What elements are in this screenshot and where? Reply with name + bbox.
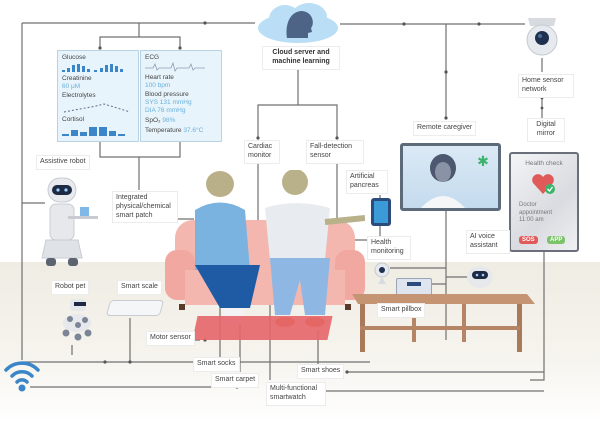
app-button[interactable]: APP bbox=[547, 236, 566, 244]
pillbox-display bbox=[407, 282, 421, 286]
sys-value: SYS 131 mmHg bbox=[145, 99, 192, 106]
ecg-waveform bbox=[145, 62, 205, 72]
assistive-robot bbox=[38, 172, 100, 272]
label-artificial-pancreas: Artificial pancreas bbox=[346, 170, 388, 194]
spo2-label: SpO₂ bbox=[145, 117, 161, 124]
label-smart-socks: Smart socks bbox=[193, 357, 240, 372]
label-motor-sensor: Motor sensor bbox=[146, 331, 195, 346]
digital-mirror-panel: Health check Doctor appointment 11:00 am… bbox=[509, 152, 579, 252]
label-smart-pillbox: Smart pillbox bbox=[377, 303, 426, 318]
health-monitoring-camera bbox=[374, 262, 390, 286]
label-smart-patch: Integrated physical/chemical smart patch bbox=[112, 191, 178, 224]
wifi-icon bbox=[4, 361, 40, 392]
label-assistive-robot: Assistive robot bbox=[36, 155, 90, 170]
sos-button[interactable]: SOS bbox=[519, 236, 538, 244]
robot-pet bbox=[52, 295, 102, 345]
label-digital-mirror: Digital mirror bbox=[527, 118, 565, 142]
robot-dog-icon bbox=[62, 299, 92, 341]
smart-scale-device bbox=[105, 300, 165, 316]
smart-carpet bbox=[192, 316, 333, 340]
smart-pillbox-device bbox=[396, 278, 432, 298]
spo2-value: 98% bbox=[162, 117, 176, 124]
label-smartwatch: Multi-functional smartwatch bbox=[266, 382, 326, 406]
electrolytes-label: Electrolytes bbox=[62, 92, 96, 99]
label-remote-caregiver: Remote caregiver bbox=[413, 121, 477, 136]
heart-rate-value: 100 bpm bbox=[145, 82, 171, 89]
temperature-value: 37.6°C bbox=[183, 127, 204, 134]
cortisol-label: Cortisol bbox=[62, 116, 85, 123]
caregiver-doctor-illustration: ✱ bbox=[421, 153, 489, 208]
creatinine-label: Creatinine bbox=[62, 75, 92, 82]
medical-star-icon: ✱ bbox=[477, 153, 489, 169]
glucose-bars bbox=[62, 64, 123, 72]
label-cardiac-monitor: Cardiac monitor bbox=[244, 140, 280, 164]
label-fall-detection: Fall-detection sensor bbox=[306, 140, 364, 164]
label-cloud: Cloud server and machine learning bbox=[262, 46, 340, 70]
label-robot-pet: Robot pet bbox=[51, 280, 90, 295]
creatinine-value: 60 μM bbox=[62, 83, 81, 90]
remote-caregiver-screen: ✱ bbox=[400, 143, 501, 211]
camera-icon bbox=[526, 18, 558, 56]
blood-pressure-label: Blood pressure bbox=[145, 91, 189, 98]
sofa-with-couple bbox=[165, 169, 366, 330]
label-smart-scale: Smart scale bbox=[117, 280, 162, 295]
chemical-biomarker-panel: Glucose Creatinine 60 μM Electrolytes Co… bbox=[57, 50, 139, 142]
label-ai-voice: AI voice assistant bbox=[466, 230, 510, 254]
cloud-server bbox=[255, 2, 341, 44]
heart-rate-label: Heart rate bbox=[145, 74, 174, 81]
health-check-title: Health check bbox=[525, 160, 563, 167]
temperature-label: Temperature bbox=[145, 127, 182, 134]
side-table bbox=[352, 290, 535, 352]
tablet-screen bbox=[374, 201, 388, 223]
robot-icon bbox=[41, 177, 98, 266]
heart-check-icon bbox=[532, 174, 555, 194]
label-smart-shoes: Smart shoes bbox=[297, 364, 345, 379]
vital-signs-panel: ECG Heart rate 100 bpm Blood pressure SY… bbox=[140, 50, 222, 142]
voice-robot-icon bbox=[467, 266, 493, 288]
webcam-icon bbox=[374, 262, 390, 284]
ecg-label: ECG bbox=[145, 54, 160, 61]
electrolytes-trend bbox=[63, 103, 131, 113]
wifi-hub bbox=[2, 358, 42, 394]
cloud-brain-icon bbox=[258, 3, 338, 43]
home-sensor-camera bbox=[522, 14, 562, 58]
tablet-device bbox=[371, 198, 391, 226]
couple-on-sofa-illustration bbox=[165, 169, 366, 327]
label-health-monitoring: Health monitoring bbox=[367, 236, 411, 260]
label-home-sensor: Home sensor network bbox=[518, 74, 574, 98]
dia-value: DIA 76 mmHg bbox=[145, 107, 186, 114]
cortisol-bars bbox=[62, 127, 125, 136]
doctor-appointment-text: Doctor appointment 11:00 am bbox=[519, 202, 553, 223]
table-illustration bbox=[352, 294, 535, 352]
ai-voice-assistant-device bbox=[466, 262, 494, 288]
label-smart-carpet: Smart carpet bbox=[211, 373, 260, 388]
glucose-label: Glucose bbox=[62, 54, 86, 61]
